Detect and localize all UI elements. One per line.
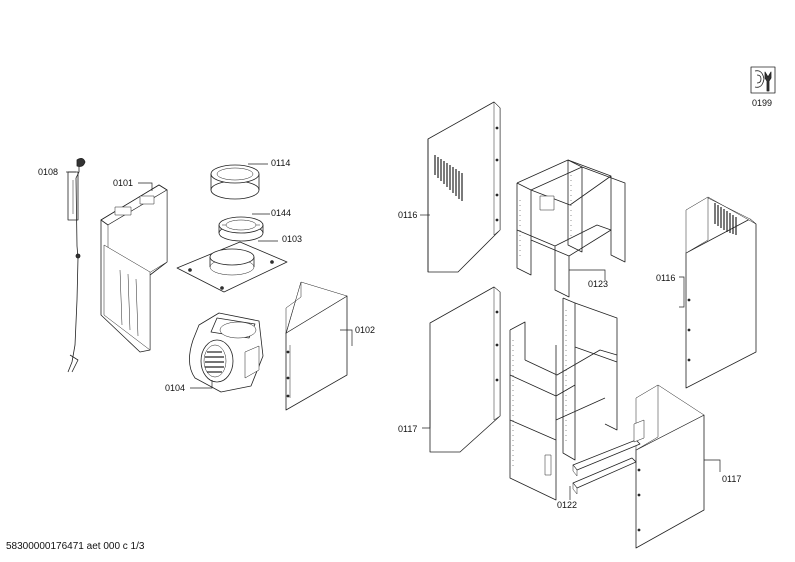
document-reference: 58300000176471 aet 000 c 1/3 [6,541,145,552]
callout-0122: 0122 [557,500,577,510]
support-brackets [572,419,645,495]
upper-chimney-frame [516,159,626,298]
callout-0101: 0101 [113,178,133,188]
callout-0102: 0102 [355,325,375,335]
callout-0114: 0114 [271,158,290,168]
motor-mounting-panel [100,184,168,353]
callout-0116b: 0116 [656,273,675,283]
callout-0199: 0199 [752,98,772,108]
callout-0117a: 0117 [398,424,417,434]
callout-0108: 0108 [38,167,58,177]
lower-chimney-panel-left [429,286,501,453]
blower-motor [189,312,264,393]
upper-chimney-panel-right [685,196,757,389]
exhaust-collar-ring [210,164,260,200]
upper-chimney-panel-left [427,101,501,273]
callout-0116a: 0116 [398,210,417,220]
power-cord [67,158,86,373]
duct-cover-bracket [285,281,348,411]
callout-0117b: 0117 [722,474,741,484]
callout-0123: 0123 [588,279,608,289]
backdraft-damper [218,216,264,242]
lower-chimney-panel-right [635,384,705,549]
callout-0104: 0104 [165,383,185,393]
lower-chimney-frame [509,297,618,501]
mounting-plate [176,241,288,293]
callout-0103: 0103 [282,234,302,244]
callout-0144: 0144 [271,208,291,218]
service-manual-icon [750,66,776,94]
